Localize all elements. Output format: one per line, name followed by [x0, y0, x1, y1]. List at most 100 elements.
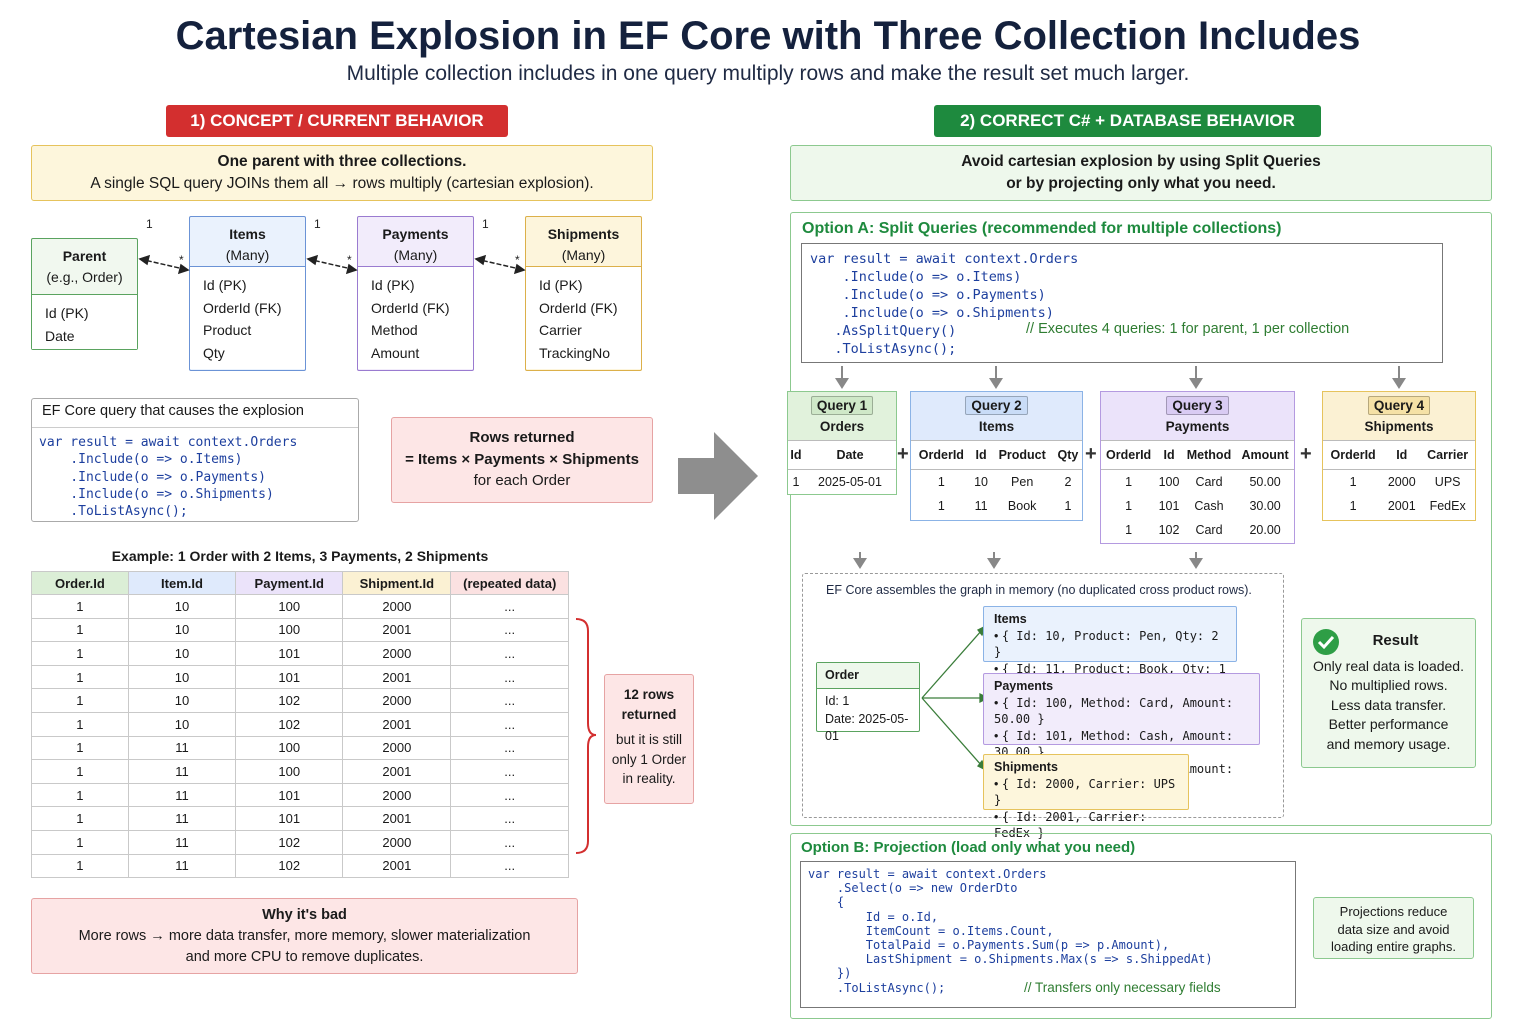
rows-returned-title: Rows returned: [469, 429, 575, 446]
check-circle-icon: [1313, 629, 1339, 655]
arrowhead: [177, 263, 190, 275]
code-line: .Include(o => o.Payments): [810, 287, 1046, 303]
entity-field: OrderId (FK): [371, 299, 450, 316]
table-cell: 11: [127, 759, 237, 784]
down-arrow-icon: [1189, 558, 1203, 569]
flow-line: [993, 552, 995, 561]
option-a-title: Option A: Split Queries (recommended for…: [802, 220, 1282, 237]
entity-field: Id (PK): [203, 277, 247, 293]
correct-intro-line2: or by projecting only what you need.: [1006, 175, 1276, 192]
query-column-header: OrderId: [911, 440, 972, 470]
brace-icon: [575, 618, 597, 854]
table-cell: 100: [1158, 475, 1180, 489]
arrowhead: [345, 263, 358, 275]
rows-returned-box: Rows returned = Items × Payments × Shipm…: [391, 417, 653, 503]
entity-field: Id (PK): [371, 277, 415, 293]
table-cell: 102: [235, 688, 344, 713]
down-arrow-icon: [853, 558, 867, 569]
table-cell: 2000: [342, 594, 452, 619]
arrowhead: [138, 254, 151, 266]
cardinality-one: 1: [314, 217, 321, 231]
table-cell: Cash: [1194, 499, 1224, 513]
table-cell: 10: [127, 594, 237, 619]
table-cell: 102: [235, 829, 344, 855]
graph-order-date: Date: 2025-05-01: [825, 712, 909, 743]
table-cell: 102: [235, 711, 344, 737]
cardinality-one: 1: [146, 217, 153, 231]
code-line: .ToListAsync();: [808, 980, 946, 995]
table-cell: 2: [1064, 475, 1072, 489]
assemble-panel: [802, 573, 1284, 818]
query-column-header: Id: [971, 440, 991, 470]
table-cell: 2000: [342, 829, 452, 855]
table-cell: ...: [450, 711, 569, 737]
table-cell: 100: [235, 594, 344, 619]
cardinality-many: *: [347, 253, 352, 267]
table-cell: ...: [450, 782, 569, 808]
plus-sign: +: [1085, 443, 1097, 465]
entity-field: Carrier: [539, 322, 582, 338]
entity-parent-sub: (e.g., Order): [46, 269, 123, 285]
graph-shipments-node: Shipments • { Id: 2000, Carrier: UPS } •…: [983, 754, 1189, 840]
why-bad-line: and more CPU to remove duplicates.: [185, 949, 424, 965]
relationship-lines: [138, 254, 526, 275]
section-label-concept: 1) CONCEPT / CURRENT BEHAVIOR: [166, 105, 508, 137]
twelve-rows-note: only 1 Order: [611, 751, 687, 767]
down-arrow-icon: [1189, 378, 1203, 389]
example-column-header: Item.Id: [127, 571, 237, 595]
code-line: var result = await context.Orders: [808, 867, 1047, 881]
cardinality-one: 1: [482, 217, 489, 231]
table-cell: 2001: [342, 759, 452, 784]
example-column-header: Payment.Id: [235, 571, 344, 595]
result-line: Only real data is loaded.: [1313, 657, 1464, 674]
table-cell: 101: [235, 782, 344, 808]
result-title: Result: [1372, 632, 1419, 649]
table-cell: Card: [1195, 475, 1223, 489]
projection-note-line: Projections reduce: [1339, 904, 1448, 919]
projection-note-line: data size and avoid: [1337, 921, 1450, 937]
query-column-header: Date: [803, 440, 896, 470]
table-cell: 2000: [1387, 475, 1416, 489]
code-line: }): [808, 966, 852, 981]
query-name: Orders: [819, 419, 865, 434]
graph-shipments-line: { Id: 2000, Carrier: UPS }: [994, 776, 1176, 808]
table-cell: 1: [1349, 475, 1357, 489]
table-cell: ...: [450, 759, 569, 784]
table-cell: 101: [235, 664, 344, 690]
graph-order-title: Order: [817, 663, 919, 689]
table-cell: 101: [1158, 499, 1180, 513]
code-line: .AsSplitQuery(): [810, 323, 957, 339]
query-label: Query 1: [810, 396, 874, 415]
query-label: Query 2: [965, 396, 1028, 415]
table-cell: 1: [31, 853, 129, 879]
projection-note-box: Projections reduce data size and avoid l…: [1313, 897, 1474, 959]
flow-line: [1398, 366, 1400, 379]
query-column-header: Method: [1181, 440, 1237, 470]
table-cell: 10: [127, 711, 237, 737]
arrowhead: [306, 254, 319, 266]
table-cell: 50.00: [1249, 475, 1281, 489]
section-label-correct: 2) CORRECT C# + DATABASE BEHAVIOR: [934, 105, 1321, 137]
table-cell: 1: [31, 641, 129, 666]
plus-sign: +: [897, 443, 909, 465]
entity-shipments: Shipments(Many) Id (PK)OrderId (FK)Carri…: [525, 216, 642, 371]
page-title: Cartesian Explosion in EF Core with Thre…: [175, 14, 1361, 58]
table-cell: 2001: [1387, 499, 1416, 513]
table-cell: 30.00: [1249, 499, 1281, 513]
down-arrow-icon: [987, 558, 1001, 569]
option-a-code: var result = await context.Orders .Inclu…: [802, 244, 1442, 358]
